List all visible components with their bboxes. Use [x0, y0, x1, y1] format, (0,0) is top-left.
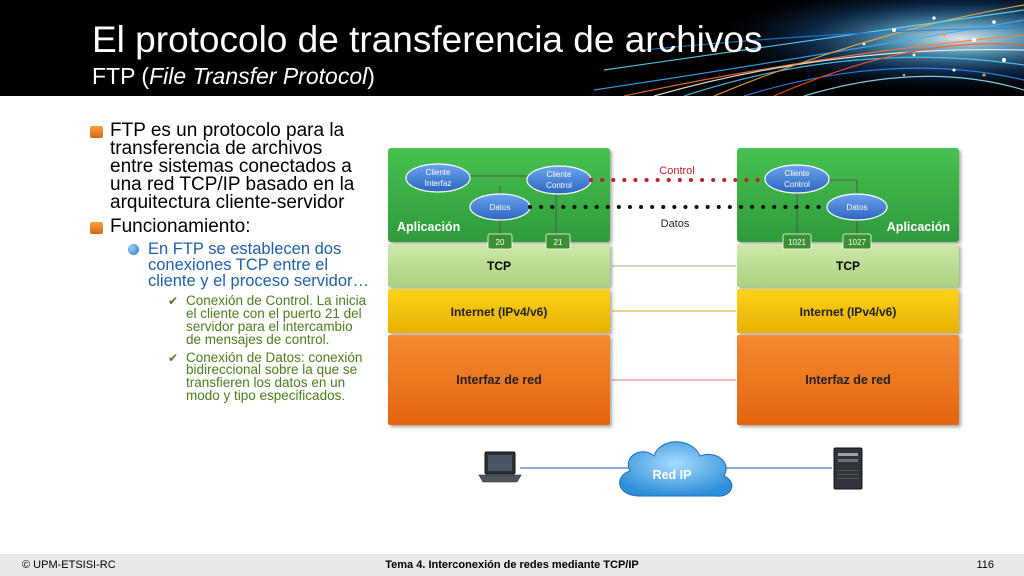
oval-label-line: Control [784, 180, 810, 189]
server-icon [833, 447, 863, 490]
left-internet-label: Internet (IPv4/v6) [451, 305, 548, 319]
right-port-label: 1027 [848, 238, 866, 247]
slide-header: El protocolo de transferencia de archivo… [0, 0, 1024, 96]
bullet-text: Funcionamiento: [110, 216, 251, 237]
slide-title: El protocolo de transferencia de archivo… [92, 19, 763, 60]
left-port-label: 20 [496, 238, 505, 247]
laptop-icon [478, 451, 522, 483]
cloud-label: Red IP [653, 468, 692, 482]
cloud-icon [619, 441, 733, 497]
oval-label-line: Cliente [547, 170, 572, 179]
oval-label-line: Cliente [426, 168, 451, 177]
oval-label: Datos [490, 203, 511, 212]
right-oval-cliente-control [764, 164, 830, 194]
left-tcp-label: TCP [487, 259, 511, 273]
right-app-label: Aplicación [887, 220, 950, 234]
oval-label-line: Control [546, 181, 572, 190]
left-port-label: 21 [554, 238, 563, 247]
right-oval-datos [826, 193, 888, 221]
bullet-item: ✔ Conexión de Datos: conexión bidireccion… [168, 349, 370, 403]
control-label: Control [659, 165, 694, 177]
left-port-box [487, 233, 513, 250]
footer-topic: Tema 4. Interconexión de redes mediante … [385, 559, 639, 571]
slide-footer: © UPM-ETSISI-RC Tema 4. Interconexión de… [0, 554, 1024, 576]
ftp-diagram: Cliente Interfaz Cliente Control Datos A… [388, 148, 959, 497]
bullet-item: Funcionamiento: [90, 216, 370, 237]
fiber-optic-image [594, 0, 1024, 96]
blue-circle-bullet-icon [128, 244, 139, 255]
left-iface-layer [388, 335, 610, 425]
right-stack: Cliente Control Datos Aplicación 1021 10… [737, 148, 959, 425]
oval-label-line: Cliente [785, 169, 810, 178]
bullet-item: ✔ Conexión de Control. La inicia el clien… [168, 293, 370, 347]
data-label: Datos [661, 218, 690, 230]
left-port-box [545, 233, 571, 250]
right-internet-label: Internet (IPv4/v6) [800, 305, 897, 319]
right-port-label: 1021 [788, 238, 806, 247]
subtitle-prefix: FTP ( [92, 63, 150, 89]
orange-bullet-icon [90, 222, 103, 234]
left-oval-cliente-interfaz [405, 163, 471, 193]
left-stack: Cliente Interfaz Cliente Control Datos A… [388, 148, 610, 425]
footer-page-number: 116 [976, 559, 994, 571]
right-internet-layer [737, 289, 959, 333]
checkmark-icon: ✔ [168, 294, 179, 309]
right-iface-label: Interfaz de red [805, 373, 890, 387]
right-port-box [782, 233, 812, 250]
footer-copyright: © UPM-ETSISI-RC [22, 559, 116, 571]
bullet-text: En FTP se establecen dos conexiones TCP … [148, 240, 370, 290]
subtitle-italic: File Transfer Protocol [149, 63, 368, 89]
left-iface-label: Interfaz de red [456, 373, 541, 387]
orange-bullet-icon [90, 126, 103, 138]
right-iface-layer [737, 335, 959, 425]
bullet-item: FTP es un protocolo para la transferenci… [90, 120, 370, 213]
checkmark-icon: ✔ [168, 350, 179, 365]
left-internet-layer [388, 289, 610, 333]
bullet-item: En FTP se establecen dos conexiones TCP … [128, 240, 370, 290]
bullet-text: Conexión de Control. La inicia el client… [186, 293, 367, 347]
bullet-text: FTP es un protocolo para la transferenci… [110, 120, 355, 213]
subtitle-suffix: ) [367, 63, 375, 89]
bullet-text: Conexión de Datos: conexión bidirecciona… [186, 349, 363, 403]
oval-label-line: Interfaz [425, 179, 452, 188]
right-tcp-layer [737, 244, 959, 287]
oval-label: Datos [847, 203, 868, 212]
bullet-list: FTP es un protocolo para la transferenci… [90, 120, 370, 408]
left-tcp-layer [388, 244, 610, 287]
right-port-box [842, 233, 872, 250]
left-app-label: Aplicación [397, 220, 460, 234]
right-tcp-label: TCP [836, 259, 860, 273]
slide-subtitle: FTP (File Transfer Protocol) [92, 62, 375, 90]
